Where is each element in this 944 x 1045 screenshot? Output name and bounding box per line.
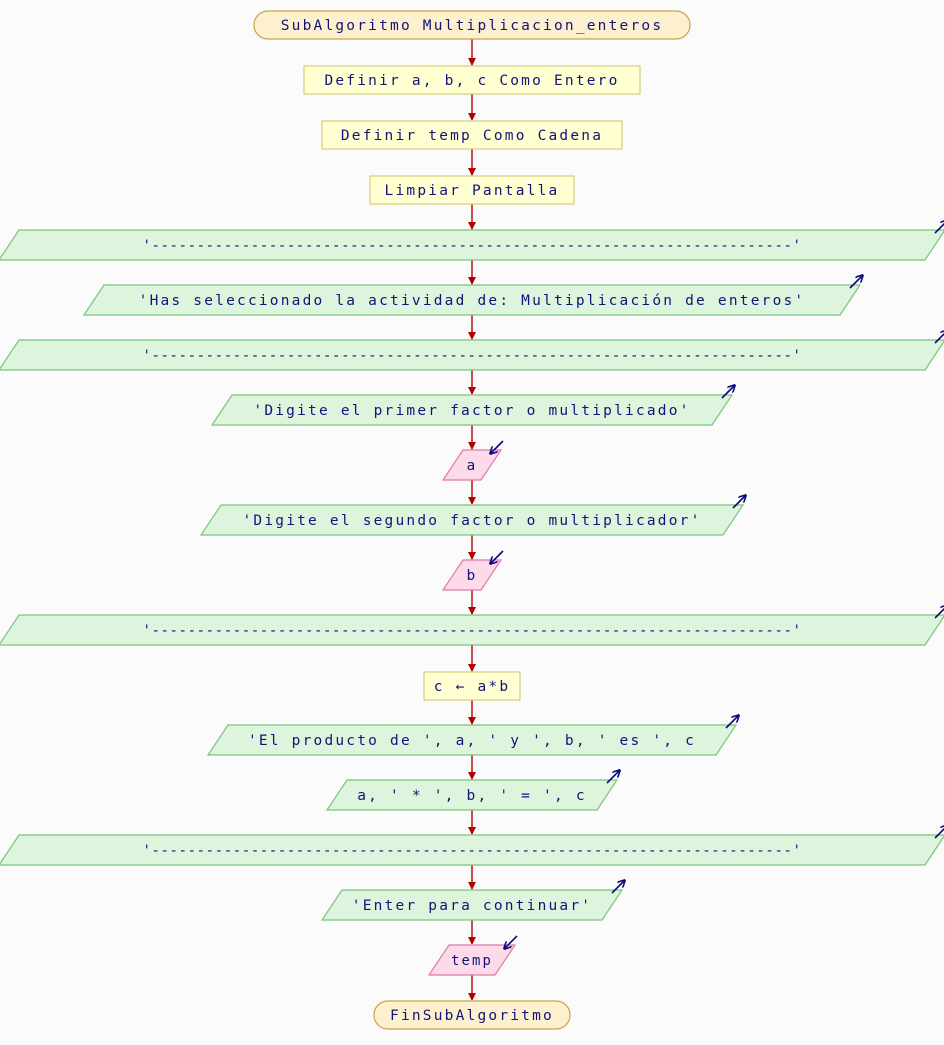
- output-parallelogram: [320, 889, 624, 921]
- output-arrow-icon: [725, 716, 738, 729]
- node-label: '---------------------------------------…: [142, 843, 801, 859]
- node-label: '---------------------------------------…: [142, 348, 801, 364]
- output-parallelogram: [210, 394, 734, 426]
- output-arrow-icon: [934, 606, 944, 619]
- output-arrow-icon: [611, 881, 624, 894]
- node-label: '---------------------------------------…: [142, 238, 801, 254]
- terminal-shape: [253, 10, 691, 40]
- output-parallelogram: [0, 229, 944, 261]
- process-box: [303, 65, 641, 95]
- output-arrow-icon: [849, 276, 862, 289]
- node-msg-first: 'Digite el primer factor o multiplicado': [210, 386, 734, 426]
- node-label: a, ' * ', b, ' = ', c: [357, 788, 587, 804]
- node-label: b: [467, 568, 478, 584]
- node-msg-enter: 'Enter para continuar': [320, 881, 624, 921]
- node-def-temp: Definir temp Como Cadena: [321, 120, 623, 150]
- output-parallelogram: [82, 284, 862, 316]
- node-label: c ← a*b: [434, 679, 511, 695]
- node-label: temp: [451, 953, 493, 969]
- node-label: 'Enter para continuar': [352, 898, 592, 914]
- node-read-b: b: [441, 550, 504, 591]
- terminal-shape: [373, 1000, 571, 1030]
- node-label: FinSubAlgoritmo: [390, 1008, 554, 1024]
- node-label: 'Digite el primer factor o multiplicado': [253, 403, 690, 419]
- output-parallelogram: [199, 504, 745, 536]
- node-line-3: '---------------------------------------…: [0, 606, 944, 646]
- output-parallelogram: [0, 339, 944, 371]
- node-msg-equation: a, ' * ', b, ' = ', c: [325, 771, 619, 811]
- node-msg-second: 'Digite el segundo factor o multiplicado…: [199, 496, 745, 536]
- node-label: '---------------------------------------…: [142, 623, 801, 639]
- output-parallelogram: [325, 779, 619, 811]
- node-label: 'El producto de ', a, ' y ', b, ' es ', …: [248, 733, 696, 749]
- output-arrow-icon: [732, 496, 745, 509]
- node-label: Definir temp Como Cadena: [341, 128, 603, 144]
- node-label: Definir a, b, c Como Entero: [324, 73, 619, 89]
- output-parallelogram: [0, 834, 944, 866]
- node-line-4: '---------------------------------------…: [0, 826, 944, 866]
- node-start: SubAlgoritmo Multiplicacion_enteros: [253, 10, 691, 40]
- node-def-abc: Definir a, b, c Como Entero: [303, 65, 641, 95]
- output-arrow-icon: [606, 771, 619, 784]
- output-arrow-icon: [721, 386, 734, 399]
- node-msg-product: 'El producto de ', a, ' y ', b, ' es ', …: [206, 716, 738, 756]
- process-box: [423, 671, 521, 701]
- output-parallelogram: [206, 724, 738, 756]
- node-end: FinSubAlgoritmo: [373, 1000, 571, 1030]
- node-read-a: a: [441, 440, 504, 481]
- output-arrow-icon: [934, 221, 944, 234]
- node-label: SubAlgoritmo Multiplicacion_enteros: [281, 18, 664, 34]
- output-arrow-icon: [934, 331, 944, 344]
- node-line-1: '---------------------------------------…: [0, 221, 944, 261]
- flow-nodes: SubAlgoritmo Multiplicacion_enterosDefin…: [0, 10, 944, 1030]
- node-label: a: [467, 458, 478, 474]
- input-arrow-icon: [505, 935, 518, 948]
- input-parallelogram: [427, 944, 517, 976]
- input-arrow-icon: [491, 440, 504, 453]
- node-label: 'Digite el segundo factor o multiplicado…: [242, 513, 701, 529]
- node-label: Limpiar Pantalla: [385, 183, 560, 199]
- process-box: [369, 175, 575, 205]
- process-box: [321, 120, 623, 150]
- node-line-2: '---------------------------------------…: [0, 331, 944, 371]
- node-msg-activity: 'Has seleccionado la actividad de: Multi…: [82, 276, 862, 316]
- node-clear: Limpiar Pantalla: [369, 175, 575, 205]
- output-arrow-icon: [934, 826, 944, 839]
- node-assign-c: c ← a*b: [423, 671, 521, 701]
- input-arrow-icon: [491, 550, 504, 563]
- node-read-temp: temp: [427, 935, 518, 976]
- node-label: 'Has seleccionado la actividad de: Multi…: [139, 293, 806, 309]
- output-parallelogram: [0, 614, 944, 646]
